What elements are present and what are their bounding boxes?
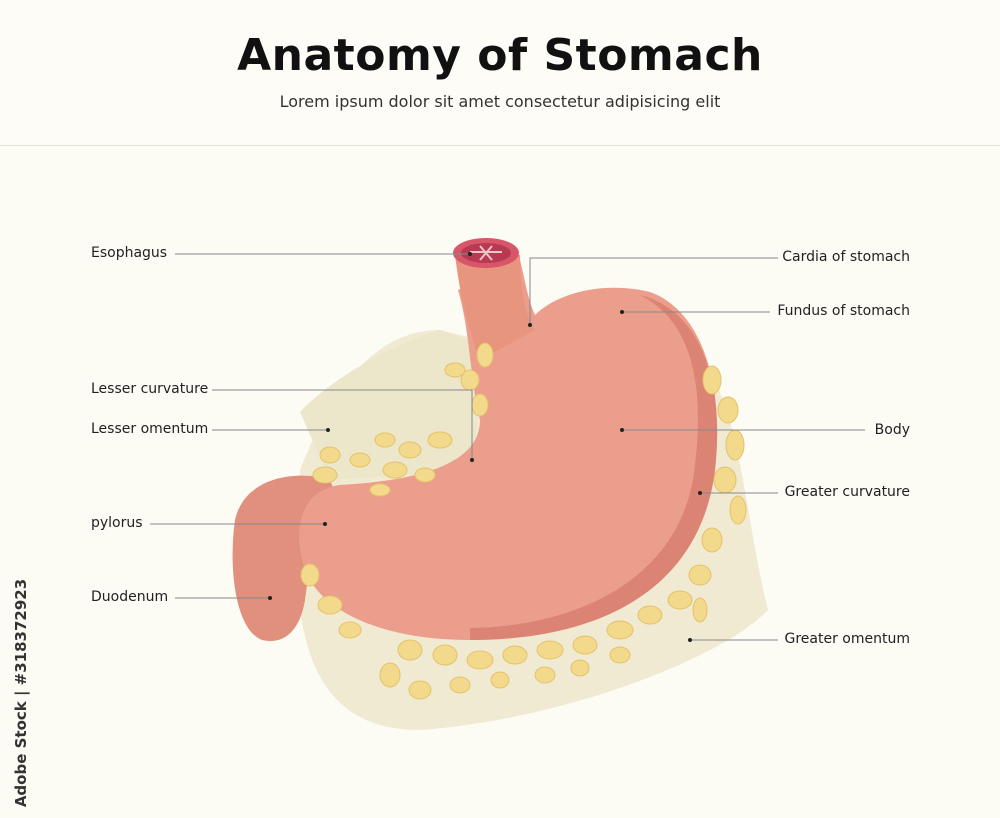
header: Anatomy of Stomach Lorem ipsum dolor sit…	[0, 0, 1000, 146]
label-cardia: Cardia of stomach	[782, 249, 910, 265]
esophagus-tube	[455, 255, 535, 360]
label-body: Body	[874, 422, 910, 438]
label-esophagus: Esophagus	[91, 245, 168, 261]
label-lesser-curvature: Lesser curvature	[91, 381, 209, 397]
label-duodenum: Duodenum	[91, 589, 169, 605]
page-subtitle: Lorem ipsum dolor sit amet consectetur a…	[279, 92, 721, 111]
label-fundus: Fundus of stomach	[777, 303, 910, 319]
fat-deposits	[300, 342, 747, 700]
label-greater-omentum: Greater omentum	[784, 631, 911, 647]
page-title: Anatomy of Stomach	[237, 30, 763, 81]
label-greater-curvature: Greater curvature	[784, 484, 910, 500]
stock-id-text: Adobe Stock | #318372923	[12, 578, 30, 807]
stomach-shape	[299, 260, 718, 640]
label-pylorus: pylorus	[91, 515, 143, 531]
leader-dots	[268, 252, 702, 642]
label-lesser-omentum: Lesser omentum	[91, 421, 209, 437]
leader-lines	[150, 253, 865, 641]
